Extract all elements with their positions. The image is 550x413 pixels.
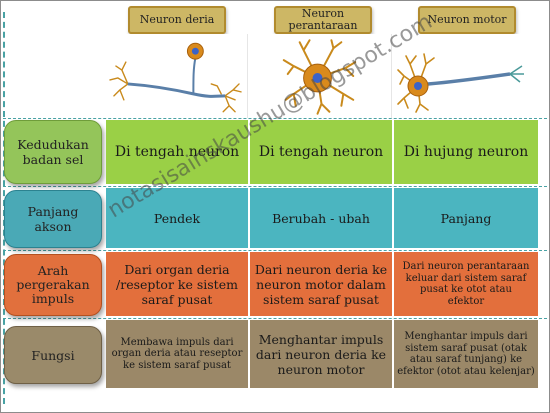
row-label: Fungsi	[31, 347, 75, 363]
dashed-divider	[3, 118, 547, 119]
cell-text: sistem saraf pusat (otak	[405, 342, 527, 354]
cell-text: Menghantar impuls dari	[404, 331, 528, 342]
table-cell: Menghantar impuls dari neuron deria ke n…	[250, 320, 392, 388]
table-cell: Dari neuron perantaraan keluar dari sist…	[394, 252, 538, 316]
cell-text: saraf pusat	[141, 291, 213, 307]
table-cell: Di tengah neuron	[250, 120, 392, 184]
row-label-axon-length: Panjang akson	[4, 190, 102, 248]
cell-text: Membawa impuls dari	[120, 336, 234, 348]
cell-text: efektor	[447, 295, 485, 307]
table-cell: Panjang	[394, 188, 538, 248]
table-cell: Menghantar impuls dari sistem saraf pusa…	[394, 320, 538, 388]
cell-text: Di tengah neuron	[114, 144, 240, 160]
cell-text: neuron motor dalam	[256, 276, 386, 292]
table-cell: Pendek	[106, 188, 248, 248]
row-label-impulse-direction: Arah pergerakan impuls	[4, 254, 102, 316]
cell-text: Dari neuron perantaraan	[402, 261, 530, 272]
cell-text: Di tengah neuron	[258, 144, 384, 160]
header-sensory-neuron: Neuron deria	[128, 6, 226, 34]
dashed-divider	[3, 318, 547, 319]
cell-text: keluar dari sistem saraf	[405, 272, 527, 284]
row-label-function: Fungsi	[4, 326, 102, 384]
row-label: Panjang	[27, 204, 79, 219]
row-label-cell-body-position: Kedudukan badan sel	[4, 120, 102, 184]
dashed-divider	[3, 186, 547, 187]
cell-text: Dari neuron deria ke	[254, 261, 388, 277]
table-cell: Dari neuron deria ke neuron motor dalam …	[250, 252, 392, 316]
row-label: badan sel	[22, 152, 84, 167]
cell-text: sistem saraf pusat	[263, 291, 379, 307]
cell-text: dari neuron deria ke	[255, 346, 387, 362]
header-label: Neuron motor	[427, 13, 507, 26]
interneuron-icon	[282, 39, 357, 115]
row-label: Kedudukan	[17, 137, 89, 152]
cell-text: atau saraf tunjang) ke	[409, 354, 523, 365]
header-interneuron: Neuron perantaraan	[274, 6, 372, 34]
interneuron-image	[248, 34, 392, 118]
row-label: pergerakan	[16, 277, 90, 292]
cell-text: Berubah - ubah	[272, 210, 370, 226]
cell-text: neuron motor	[277, 361, 365, 377]
cell-text: efektor (otot atau kelenjar)	[397, 365, 535, 377]
cell-text: Panjang	[440, 210, 492, 226]
sensory-neuron-image	[106, 34, 248, 118]
table-cell: Membawa impuls dari organ deria atau res…	[106, 320, 248, 388]
cell-text: /reseptor ke sistem	[116, 276, 238, 292]
header-label: Neuron deria	[139, 13, 215, 26]
header-label: Neuron	[301, 7, 345, 20]
header-motor-neuron: Neuron motor	[418, 6, 516, 34]
cell-text: organ deria atau reseptor	[111, 348, 243, 360]
cell-text: pusat ke otot atau	[420, 284, 512, 295]
cell-text: ke sistem saraf pusat	[123, 359, 231, 371]
cell-text: Di hujung neuron	[403, 144, 529, 160]
row-label: impuls	[31, 291, 75, 306]
table-cell: Dari organ deria /reseptor ke sistem sar…	[106, 252, 248, 316]
sensory-neuron-icon	[109, 42, 242, 113]
header-label: perantaraan	[288, 19, 358, 32]
cell-text: Pendek	[153, 210, 201, 226]
motor-neuron-image	[392, 34, 538, 118]
dashed-divider	[3, 250, 547, 251]
row-label: akson	[34, 219, 72, 234]
row-label: Arah	[37, 263, 69, 278]
table-cell: Berubah - ubah	[250, 188, 392, 248]
table-cell: Di hujung neuron	[394, 120, 538, 184]
table-cell: Di tengah neuron	[106, 120, 248, 184]
cell-text: Menghantar impuls	[258, 331, 384, 347]
motor-neuron-icon	[397, 53, 524, 113]
cell-text: Dari organ deria	[124, 261, 230, 277]
